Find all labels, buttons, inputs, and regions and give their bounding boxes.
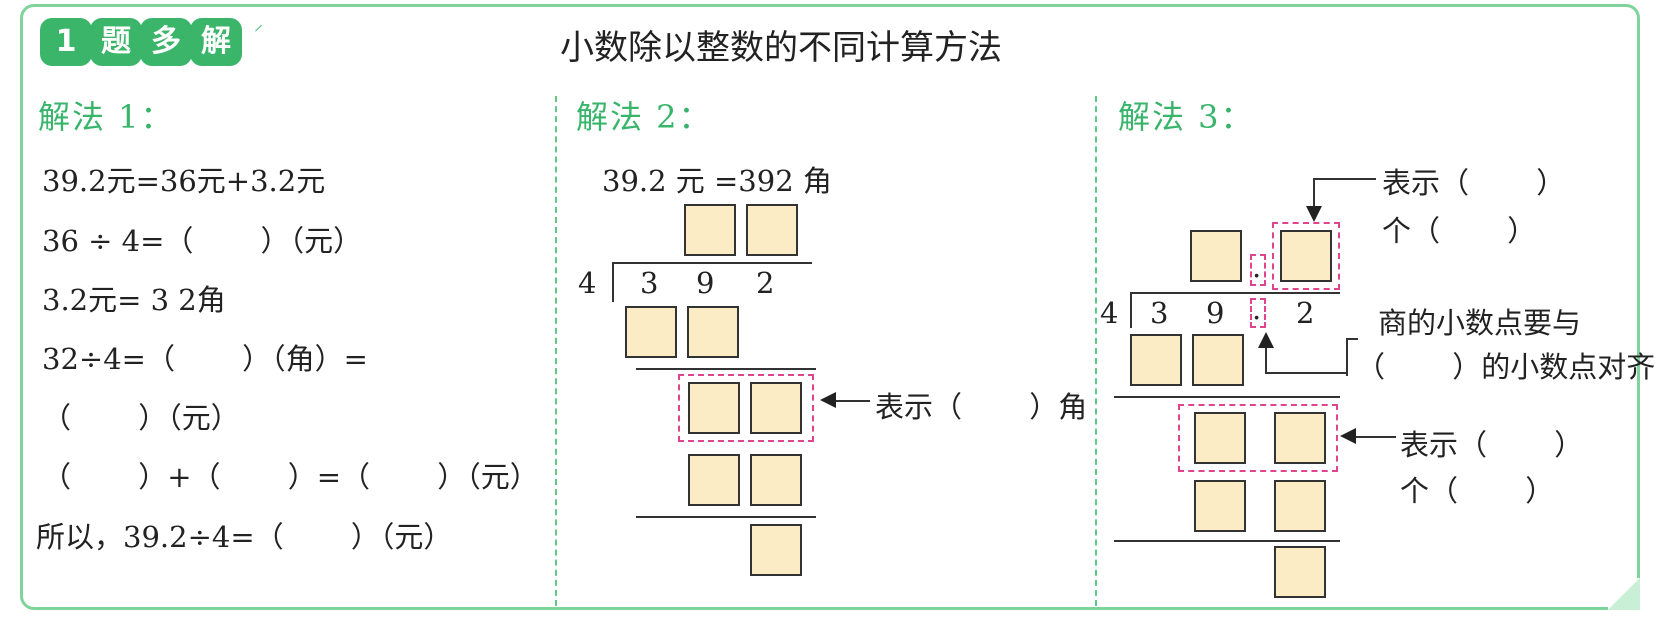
column-divider [555,96,557,606]
method1-line: （ ）+（ ）=（ ）（元） [42,460,539,494]
product-box[interactable] [750,454,802,506]
page-title: 小数除以整数的不同计算方法 [560,28,1002,68]
division-bracket [612,262,614,302]
subtraction-line [1114,396,1340,398]
method1-line: （ ）（元） [42,401,240,435]
method1-line: 39.2元=36元+3.2元 [42,164,326,198]
final-remainder-box[interactable] [1274,546,1326,598]
method2-heading: 解法 2： [576,98,713,136]
method1-line: 36 ÷ 4=（ ）（元） [42,224,363,258]
highlight-frame [1272,222,1340,290]
quotient-box[interactable] [1280,230,1332,282]
method3-note-mid: 表示（ ） [1400,428,1584,462]
dividend-digit: 9 [1206,296,1225,330]
product-box[interactable] [1130,334,1182,386]
remainder-box[interactable] [1274,412,1326,464]
quotient-box[interactable] [746,204,798,256]
badge-char: 多 [140,18,192,66]
arrow-left-icon [1340,428,1356,444]
point-highlight-frame [1250,254,1266,286]
method1-line: 所以，39.2÷4=（ ）（元） [36,520,453,554]
divisor: 4 [578,266,597,300]
subtraction-line [636,516,816,518]
product-box[interactable] [1274,480,1326,532]
method3-note-align: 商的小数点要与 [1378,306,1582,340]
division-bar [612,262,812,264]
badge-char: 解 [190,18,242,66]
highlight-frame [1178,404,1338,472]
divisor: 4 [1100,296,1119,330]
dividend-digit: 3 [1150,296,1169,330]
arrow-up-icon [1258,332,1274,348]
sparkle-icon: ⸝ [254,14,263,35]
method1-heading: 解法 1： [38,98,175,136]
page-curl-corner [1608,578,1640,610]
point-highlight-frame [1250,298,1266,328]
final-remainder-box[interactable] [750,524,802,576]
badge-char: 1 [40,18,92,66]
pointer-line [1265,372,1347,374]
method2-equation: 39.2 元 =392 角 [602,164,832,198]
product-box[interactable] [688,454,740,506]
pointer-line [1314,178,1376,180]
product-box[interactable] [687,306,739,358]
division-bar [1130,292,1340,294]
quotient-box[interactable] [1190,230,1242,282]
division-bracket [1130,292,1132,328]
dividend-digit: 3 [640,266,659,300]
problem-card [20,4,1640,610]
highlight-frame [678,374,814,442]
remainder-box[interactable] [688,382,740,434]
method3-note-mid: 个（ ） [1400,474,1555,508]
pointer-line [1265,346,1267,372]
one-problem-many-solutions-badge: 1 题 多 解 [40,18,242,66]
badge-char: 题 [90,18,142,66]
column-divider [1095,96,1097,606]
pointer-line [1346,436,1396,438]
pointer-line [1313,178,1315,208]
product-box[interactable] [625,306,677,358]
method3-note-top: 个（ ） [1382,214,1537,248]
product-box[interactable] [1194,480,1246,532]
method3-note-top: 表示（ ） [1382,166,1566,200]
remainder-box[interactable] [1194,412,1246,464]
remainder-box[interactable] [750,382,802,434]
quotient-decimal-point: . [1252,250,1262,284]
dividend-digit: 2 [1296,296,1315,330]
subtraction-line [636,368,816,370]
product-box[interactable] [1192,334,1244,386]
method1-line: 32÷4=（ ）（角）= [42,342,368,376]
note-bracket [1346,338,1358,376]
dividend-digit: 2 [756,266,775,300]
dividend-digit: 9 [696,266,715,300]
subtraction-line [1114,540,1340,542]
dividend-decimal-point: . [1252,292,1262,326]
quotient-box[interactable] [684,204,736,256]
method3-note-align: （ ）的小数点对齐 [1356,350,1656,384]
arrow-left-icon [820,392,836,408]
method3-heading: 解法 3： [1118,98,1255,136]
arrow-down-icon [1306,206,1322,222]
method1-line: 3.2元= 3 2角 [42,283,226,317]
method2-note: 表示（ ）角 [875,390,1088,424]
pointer-line [826,400,870,402]
